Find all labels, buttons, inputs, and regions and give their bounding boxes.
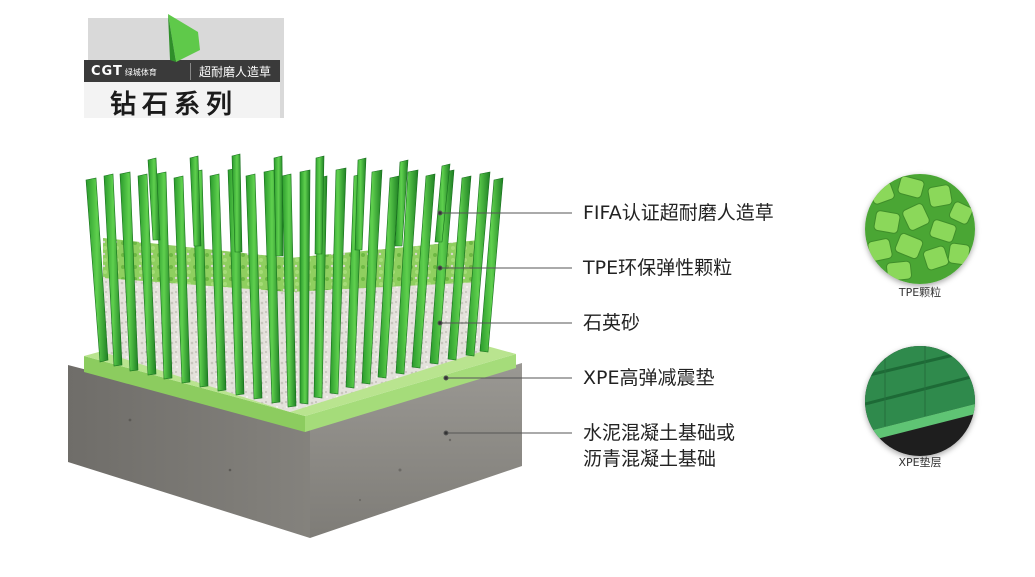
layer-label-sand: 石英砂: [583, 312, 641, 334]
xpe-pad-icon: [865, 346, 975, 456]
concrete-base: [68, 363, 522, 538]
xpe-pad-inset: [865, 346, 975, 456]
leader-lines: [437, 210, 572, 436]
xpe-caption: XPE垫层: [898, 456, 942, 469]
tpe-granules-icon: [865, 174, 975, 284]
layer-label-base-1: 水泥混凝土基础或: [583, 422, 736, 444]
layer-label-base-2: 沥青混凝土基础: [583, 448, 717, 470]
tpe-caption: TPE颗粒: [898, 286, 942, 299]
badge-subtitle: 超耐磨人造草: [190, 62, 271, 80]
layer-label-turf: FIFA认证超耐磨人造草: [583, 202, 774, 224]
series-title: 钻石系列: [110, 90, 239, 120]
layer-label-xpe: XPE高弹减震垫: [583, 367, 715, 389]
tpe-granules-inset: [865, 174, 975, 284]
layer-label-tpe: TPE环保弹性颗粒: [583, 257, 733, 279]
badge-title-panel: [84, 82, 280, 118]
